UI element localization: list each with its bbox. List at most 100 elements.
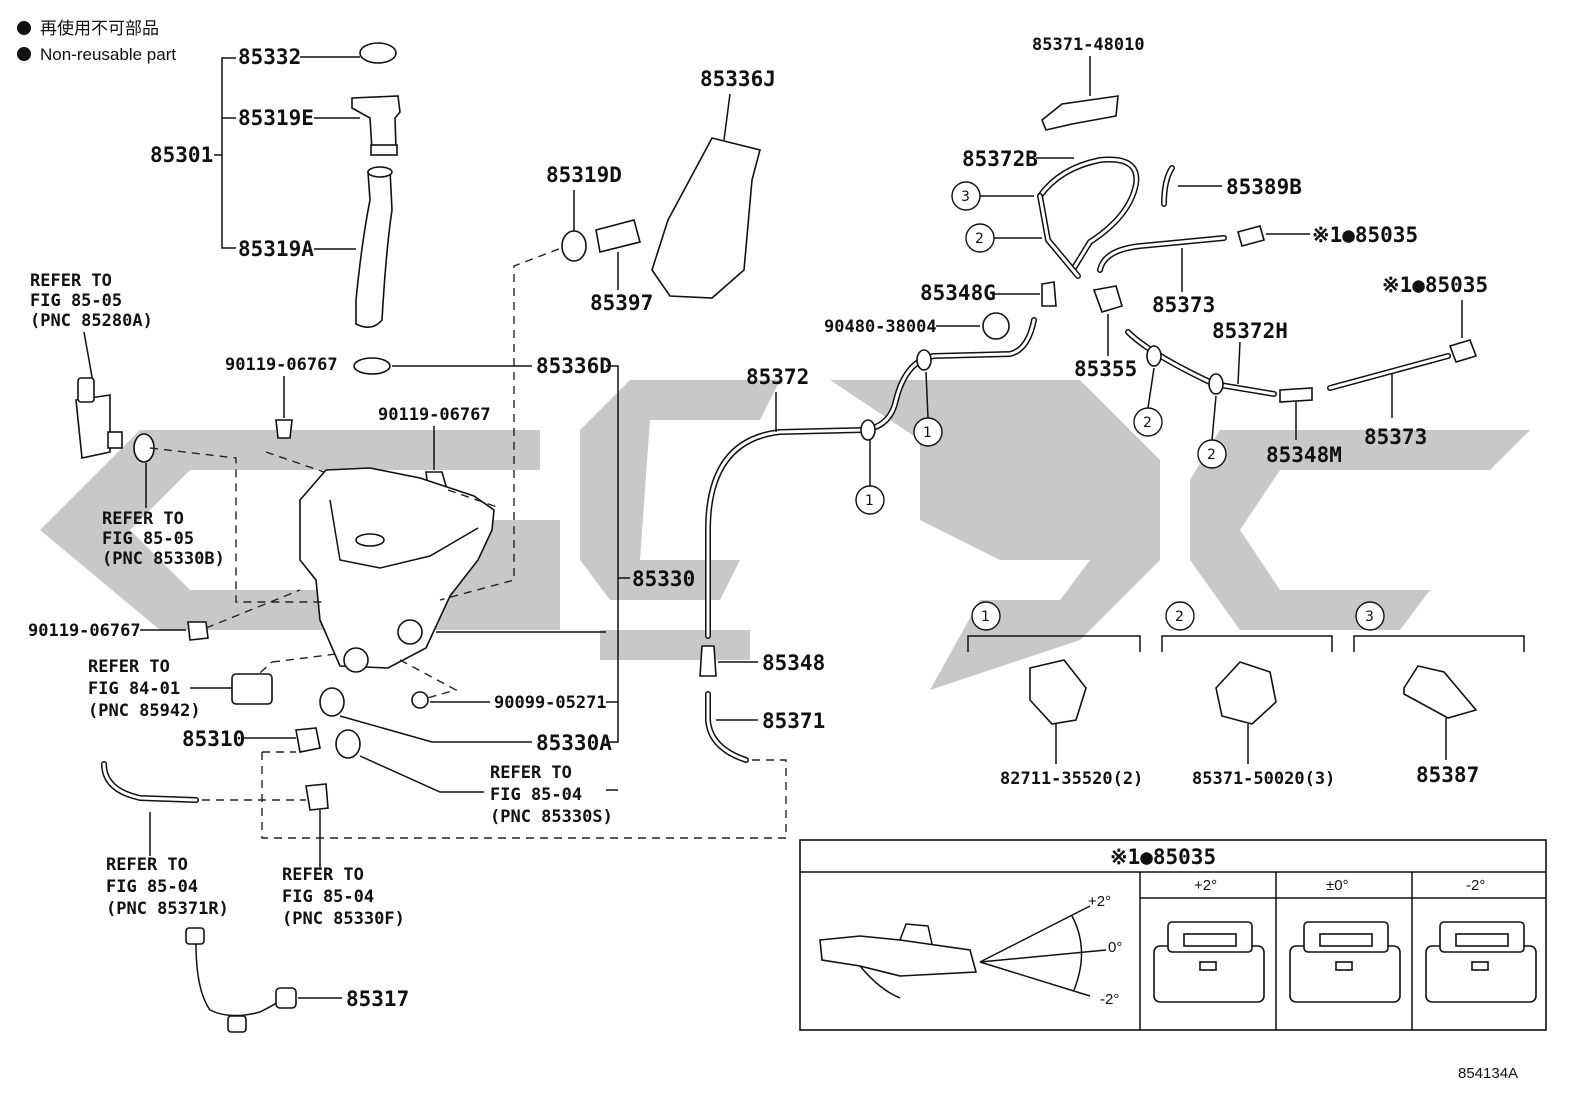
ref-85280A-line2: FIG 85-05	[30, 291, 122, 311]
ref-85330F-line2: FIG 85-04	[282, 887, 374, 907]
legend: 再使用不可部品 Non-reusable part	[17, 18, 176, 64]
nozzle-85035-b	[1448, 339, 1478, 363]
col-zero: ±0°	[1326, 877, 1349, 894]
callout-2-c: 2	[1197, 395, 1227, 469]
part-85035-b: ※1●85035	[1382, 273, 1488, 297]
ref-85330S-line1: REFER TO	[490, 763, 572, 783]
svg-text:1: 1	[923, 425, 932, 441]
callout-2-a: 2	[965, 223, 1042, 253]
wire-harness-85317	[195, 943, 285, 1017]
part-85336D: 85336D	[536, 354, 612, 378]
cap-85332	[359, 42, 397, 64]
motor-85397	[595, 219, 641, 253]
part-85301: 85301	[150, 143, 213, 167]
ref-85330S-line3: (PNC 85330S)	[490, 807, 613, 827]
nozzle-view-minus2	[1425, 921, 1537, 1003]
part-85310: 85310	[182, 727, 245, 751]
bolt-90119-a: 90119-06767	[225, 355, 338, 375]
ref-85371R-line3: (PNC 85371R)	[106, 899, 229, 919]
bolt-90119-b: 90119-06767	[378, 405, 491, 425]
bracket-85336J	[651, 137, 761, 299]
svg-text:2: 2	[975, 231, 984, 247]
part-85348G: 85348G	[920, 281, 996, 305]
ref-85330B-line2: FIG 85-05	[102, 529, 194, 549]
ref-85330S-line2: FIG 85-04	[490, 785, 582, 805]
legend-en: Non-reusable part	[40, 45, 176, 64]
filler-pipe-85319A	[355, 168, 393, 328]
nozzle-view-plus2	[1153, 921, 1265, 1003]
filler-neck-85319E	[351, 95, 401, 156]
nut-90099	[411, 691, 429, 709]
part-85355: 85355	[1074, 357, 1137, 381]
ref-85280A-line3: (PNC 85280A)	[30, 311, 153, 331]
ref-85330F-line3: (PNC 85330F)	[282, 909, 405, 929]
bolt-90119-c: 90119-06767	[28, 621, 141, 641]
part-85330: 85330	[632, 567, 695, 591]
joint-85348	[699, 645, 717, 677]
part-85371-48010: 85371-48010	[1032, 35, 1145, 55]
svg-text:85387: 85387	[1416, 763, 1479, 787]
part-85372: 85372	[746, 365, 809, 389]
bracket-85371-48010	[1041, 95, 1119, 131]
bolt-icon	[187, 621, 209, 641]
angle-plus2: +2°	[1088, 893, 1111, 910]
svg-text:2: 2	[1143, 415, 1152, 431]
ref-85330B-line1: REFER TO	[102, 509, 184, 529]
part-85397: 85397	[590, 291, 653, 315]
ref-85942-line2: FIG 84-01	[88, 679, 180, 699]
legend-ja: 再使用不可部品	[40, 18, 159, 38]
joint-85348G	[1041, 281, 1057, 307]
pump-85330F	[305, 783, 329, 811]
svg-text:82711-35520(2): 82711-35520(2)	[1000, 769, 1143, 789]
clip-detail-3: 3 85387	[1353, 601, 1525, 787]
grommet-85319D	[561, 230, 587, 262]
angle-zero: 0°	[1108, 939, 1122, 956]
part-90480-38004: 90480-38004	[824, 317, 937, 337]
nozzle-85035-a	[1237, 225, 1265, 247]
svg-text:1: 1	[865, 493, 874, 509]
part-85332: 85332	[238, 45, 301, 69]
part-85330A: 85330A	[536, 731, 612, 755]
part-85373-b: 85373	[1364, 425, 1427, 449]
col-plus2: +2°	[1194, 877, 1217, 894]
ref-85330B-line3: (PNC 85330B)	[102, 549, 225, 569]
part-85319D: 85319D	[546, 163, 622, 187]
clip-detail-1: 1 82711-35520(2)	[967, 601, 1143, 789]
part-85372H: 85372H	[1212, 319, 1288, 343]
group-bracket-85301	[214, 57, 236, 249]
ref-85330F-line1: REFER TO	[282, 865, 364, 885]
part-85348: 85348	[762, 651, 825, 675]
svg-text:2: 2	[1175, 609, 1184, 625]
ref-85942-line1: REFER TO	[88, 657, 170, 677]
pump-85310	[295, 727, 321, 753]
part-85317: 85317	[346, 987, 409, 1011]
ref-85371R-line1: REFER TO	[106, 855, 188, 875]
svg-text:3: 3	[1365, 609, 1374, 625]
gasket-85336D	[353, 357, 391, 375]
svg-text:1: 1	[981, 609, 990, 625]
bullet-icon	[17, 21, 31, 35]
svg-text:2: 2	[1207, 447, 1216, 463]
part-85371: 85371	[762, 709, 825, 733]
part-85319A: 85319A	[238, 237, 314, 261]
part-85372B: 85372B	[962, 147, 1038, 171]
part-85373-a: 85373	[1152, 293, 1215, 317]
washer-tank-85330	[299, 467, 495, 673]
angle-minus2: -2°	[1100, 991, 1119, 1008]
callout-1-b: 1	[913, 371, 943, 447]
grommet-85330S	[335, 729, 361, 759]
col-minus2: -2°	[1466, 877, 1485, 894]
callout-2-b: 2	[1133, 367, 1163, 437]
grommet-85330A	[319, 687, 345, 717]
bullet-icon	[17, 47, 31, 61]
svg-text:3: 3	[961, 189, 970, 205]
svg-text:85371-50020(3): 85371-50020(3)	[1192, 769, 1335, 789]
part-85319E: 85319E	[238, 106, 314, 130]
ref-85942-line3: (PNC 85942)	[88, 701, 201, 721]
hose-85371R	[101, 761, 199, 803]
nut-90099-label: 90099-05271	[494, 693, 607, 713]
ref-85280A-line1: REFER TO	[30, 271, 112, 291]
nozzle-view-zero	[1289, 921, 1401, 1003]
part-85389B: 85389B	[1226, 175, 1302, 199]
